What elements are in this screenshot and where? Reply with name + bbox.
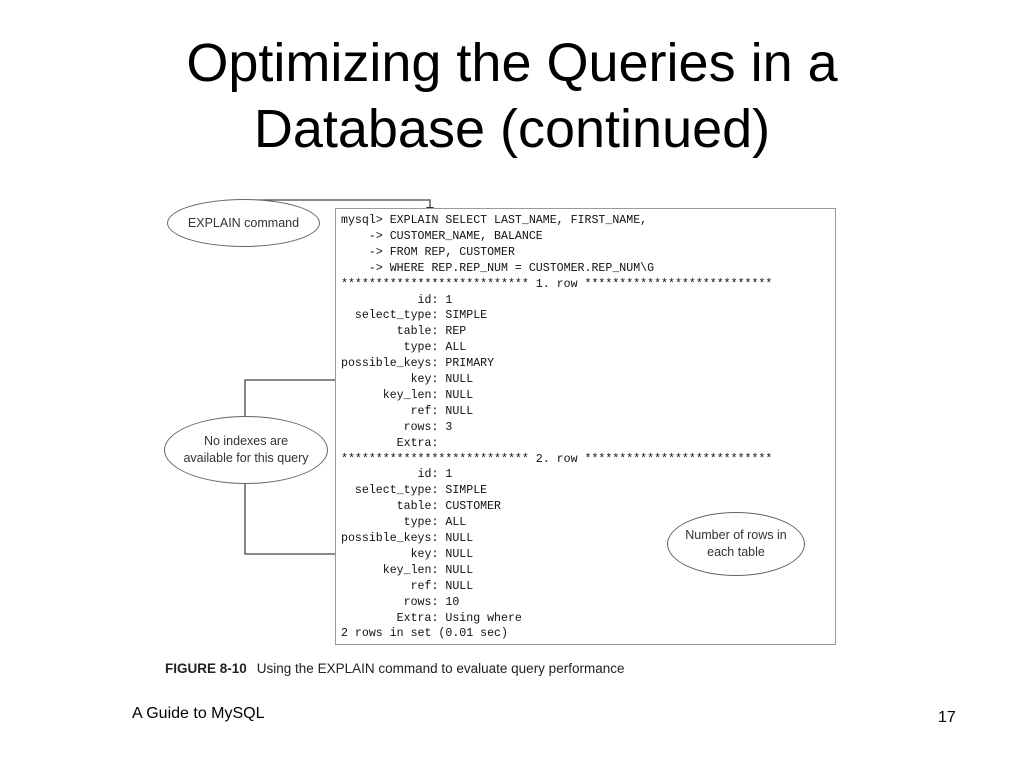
console-output: mysql> EXPLAIN SELECT LAST_NAME, FIRST_N… [335, 208, 836, 645]
console-line: ref: NULL [341, 404, 474, 418]
slide-title-line-2: Database (continued) [253, 99, 771, 159]
console-line: type: ALL [341, 341, 467, 355]
console-line: -> FROM REP, CUSTOMER [341, 245, 515, 259]
console-line: rows: 3 [341, 420, 453, 434]
callout-explain-text: EXPLAIN command [187, 215, 300, 230]
figure-caption-text: Using the EXPLAIN command to evaluate qu… [256, 661, 625, 676]
console-line: id: 1 [341, 293, 453, 307]
console-line: *************************** 1. row *****… [341, 277, 773, 291]
console-line: *************************** 2. row *****… [341, 452, 773, 466]
console-line: mysql> EXPLAIN SELECT LAST_NAME, FIRST_N… [341, 214, 648, 227]
console-line: type: ALL [341, 516, 467, 530]
console-line: rows: 10 [341, 595, 460, 609]
callout-no-indexes-line-2: available for this query [183, 451, 309, 465]
console-line: 2 rows in set (0.01 sec) [341, 627, 508, 641]
callout-rows-line-2: each table [707, 545, 765, 559]
slide-footer: A Guide to MySQL [132, 705, 265, 722]
console-line: -> CUSTOMER_NAME, BALANCE [341, 229, 543, 243]
figure-caption: FIGURE 8-10 Using the EXPLAIN command to … [165, 661, 624, 676]
console-line: key_len: NULL [341, 388, 474, 402]
console-line: ref: NULL [341, 579, 474, 593]
callout-rows-line-1: Number of rows in [685, 528, 787, 542]
console-line: possible_keys: NULL [341, 532, 474, 545]
callout-no-indexes: No indexes are available for this query [164, 416, 328, 484]
console-line: select_type: SIMPLE [341, 309, 488, 323]
slide-title: Optimizing the Queries in a Database (co… [0, 30, 1024, 162]
console-line: id: 1 [341, 468, 453, 482]
slide-title-line-1: Optimizing the Queries in a [186, 33, 838, 93]
console-line: table: CUSTOMER [341, 500, 502, 514]
callout-explain-command: EXPLAIN command [167, 199, 320, 247]
console-line: -> WHERE REP.REP_NUM = CUSTOMER.REP_NUM\… [341, 261, 655, 275]
console-line: key_len: NULL [341, 563, 474, 577]
console-line: Extra: Using where [341, 611, 522, 625]
figure-caption-label: FIGURE 8-10 [165, 661, 247, 676]
console-line: select_type: SIMPLE [341, 484, 488, 498]
console-line: table: REP [341, 325, 467, 339]
callout-number-of-rows: Number of rows in each table [667, 512, 805, 576]
console-line: possible_keys: PRIMARY [341, 357, 495, 371]
console-line: key: NULL [341, 547, 474, 561]
page-number: 17 [938, 709, 956, 726]
console-line: key: NULL [341, 373, 474, 386]
console-line: Extra: [341, 436, 439, 450]
callout-no-indexes-line-1: No indexes are [203, 434, 289, 448]
